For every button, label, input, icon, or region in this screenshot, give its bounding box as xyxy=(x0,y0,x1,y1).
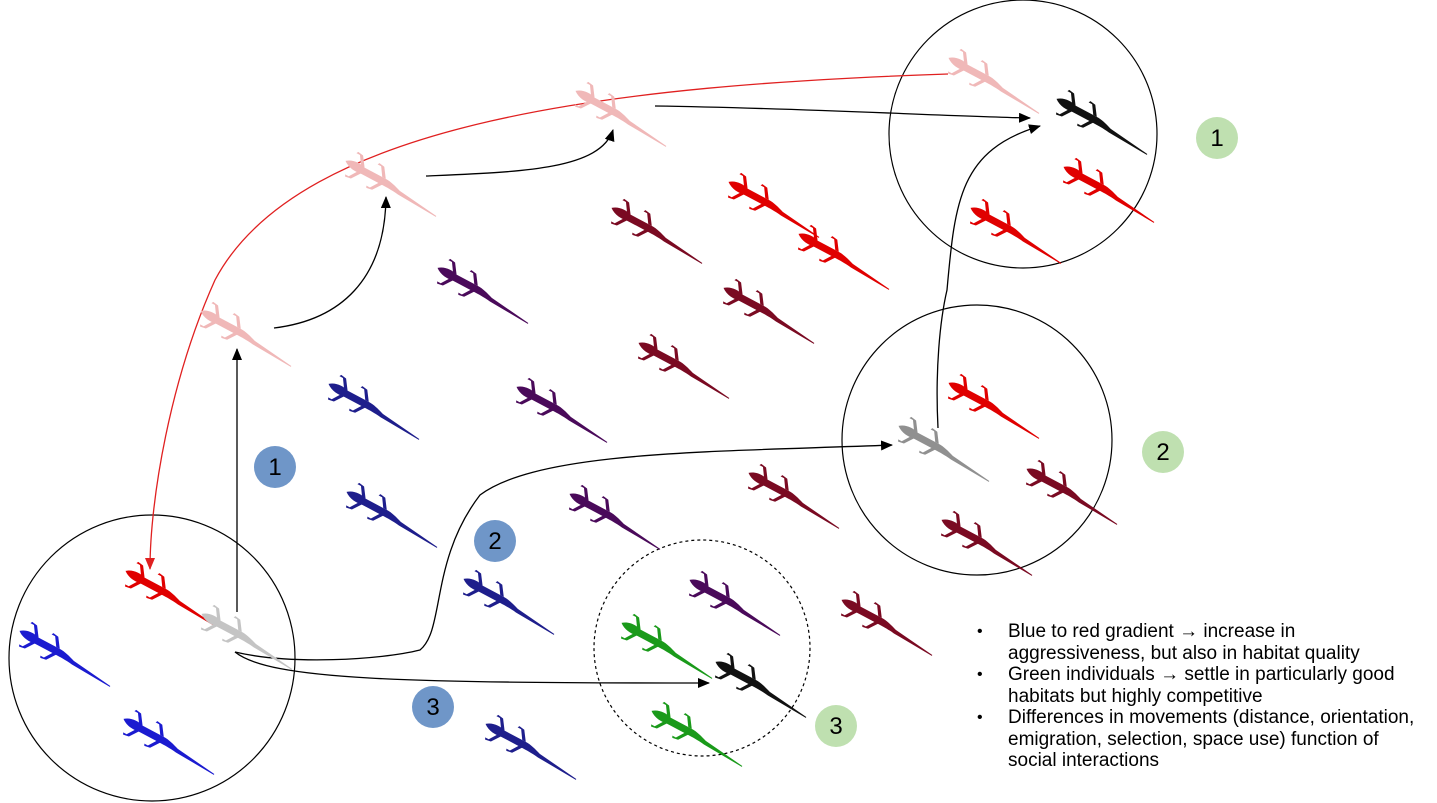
lizard-icon xyxy=(568,78,676,154)
destination-circle-1 xyxy=(593,539,811,757)
movement-arrows xyxy=(145,73,1041,688)
lizard-icon xyxy=(721,169,829,245)
lizard-icon xyxy=(338,148,446,224)
blue-badge: 2 xyxy=(474,520,516,562)
note-item: • Differences in movements (distance, ori… xyxy=(975,707,1430,772)
return-arrow xyxy=(145,73,949,570)
blue-badge-label: 2 xyxy=(488,528,501,555)
movement-arrow xyxy=(234,440,893,661)
lizard-icon xyxy=(193,298,301,374)
movement-arrow xyxy=(234,651,710,688)
movement-arrow xyxy=(273,196,391,329)
bullet-icon: • xyxy=(977,709,983,726)
lizard-icon xyxy=(1056,154,1164,230)
lizard-icon xyxy=(116,706,224,782)
bullet-icon: • xyxy=(977,623,983,640)
badges: 1 2 3 1 2 3 xyxy=(254,117,1238,747)
lizard-icon xyxy=(321,371,429,447)
lizard-icon xyxy=(12,618,120,694)
lizard-icon xyxy=(478,711,586,787)
start-circle xyxy=(8,514,296,802)
blue-badge-circle xyxy=(474,520,516,562)
lizard-icon xyxy=(644,698,752,774)
lizard-icon xyxy=(604,195,712,271)
lizard-icon xyxy=(194,601,302,677)
lizard-icon xyxy=(631,330,739,406)
blue-badge-label: 1 xyxy=(268,454,281,481)
movement-arrow xyxy=(654,105,1031,123)
bullet-icon: • xyxy=(977,666,983,683)
movement-arrow xyxy=(936,124,1041,429)
green-badge-circle xyxy=(1196,117,1238,159)
green-badge: 2 xyxy=(1142,431,1184,473)
green-badge-circle xyxy=(815,705,857,747)
lizard-icon xyxy=(834,587,942,663)
green-badge-label: 1 xyxy=(1210,125,1223,152)
lizard-icon xyxy=(682,567,790,643)
blue-badge-circle xyxy=(412,686,454,728)
note-text: Blue to red gradient → increase in aggre… xyxy=(1008,621,1360,664)
note-item: • Blue to red gradient → increase in aggr… xyxy=(975,621,1430,664)
notes-list: • Blue to red gradient → increase in aggr… xyxy=(975,621,1430,772)
lizard-icon xyxy=(891,413,999,489)
lizard-icon xyxy=(934,507,1042,583)
lizard-icon xyxy=(509,374,617,450)
lizard-icon xyxy=(339,479,447,555)
lizard-icon xyxy=(562,481,670,557)
green-badge-label: 2 xyxy=(1156,439,1169,466)
note-item: • Green individuals → settle in particula… xyxy=(975,664,1430,707)
lizard-icon xyxy=(430,255,538,331)
lizard-icon xyxy=(456,566,564,642)
lizard-icon xyxy=(1049,86,1157,162)
green-badge: 3 xyxy=(815,705,857,747)
blue-badge: 1 xyxy=(254,446,296,488)
lizard-icon xyxy=(614,610,722,686)
note-text: Differences in movements (distance, orie… xyxy=(1008,707,1415,771)
destination-circle-2 xyxy=(841,304,1113,576)
green-badge-circle xyxy=(1142,431,1184,473)
lizard-icon xyxy=(941,370,1049,446)
blue-badge-label: 3 xyxy=(426,694,439,721)
green-badge: 1 xyxy=(1196,117,1238,159)
lizard-icon xyxy=(791,221,899,297)
blue-badge: 3 xyxy=(412,686,454,728)
lizard-icon xyxy=(708,649,816,725)
lizard-icon xyxy=(963,195,1071,271)
destination-circle-3 xyxy=(888,0,1158,269)
green-badge-label: 3 xyxy=(829,713,842,740)
lizard-icon xyxy=(716,275,824,351)
lizard-icon xyxy=(941,45,1049,121)
habitat-circles xyxy=(8,0,1158,802)
blue-badge-circle xyxy=(254,446,296,488)
note-text: Green individuals → settle in particular… xyxy=(1008,664,1395,707)
movement-arrow xyxy=(425,129,615,177)
lizard-icon xyxy=(741,460,849,536)
lizard-icon xyxy=(1019,456,1127,532)
